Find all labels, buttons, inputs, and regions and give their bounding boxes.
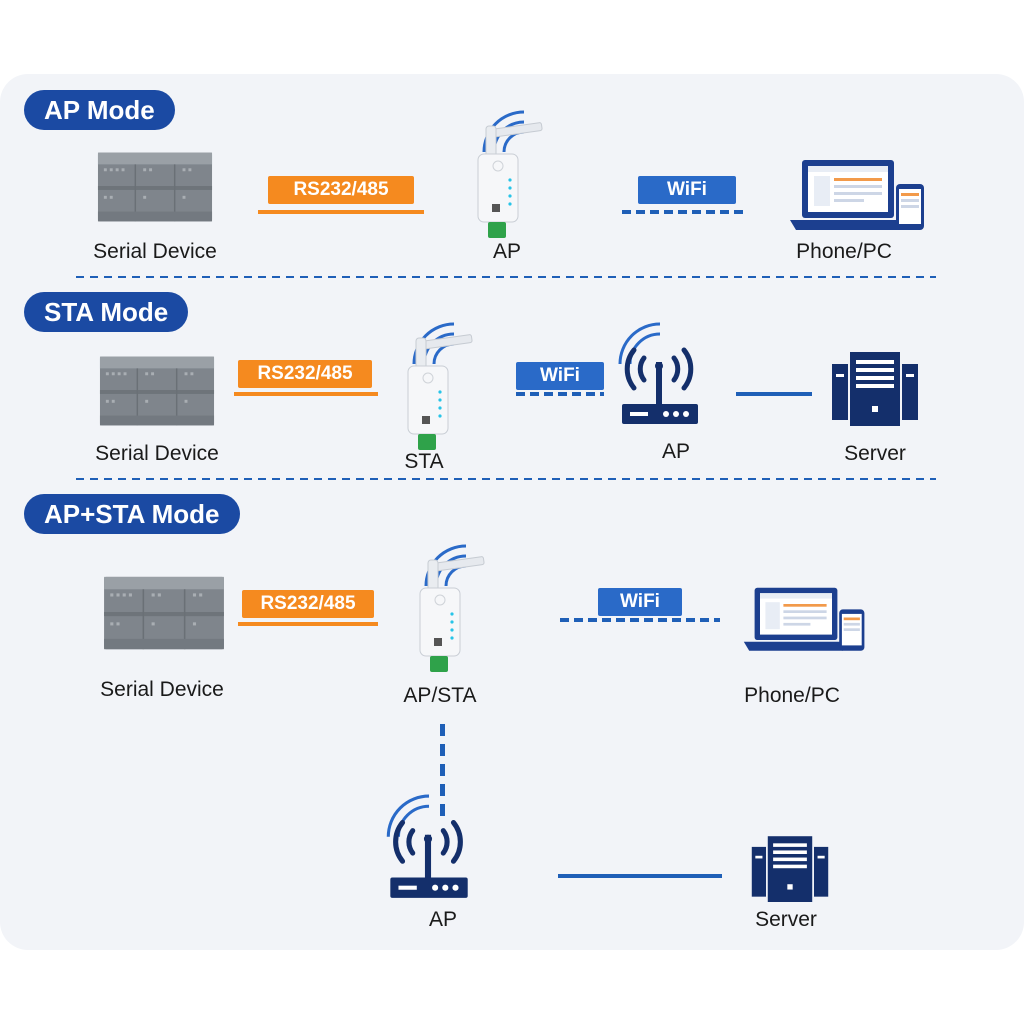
ap-module-label: AP xyxy=(492,240,522,263)
phone-pc-label: Phone/PC xyxy=(796,240,892,263)
laptop-phone-icon xyxy=(742,586,868,658)
ap-sta-mode-title: AP+STA Mode xyxy=(24,494,240,534)
laptop-phone-icon xyxy=(788,158,928,238)
wifi-module-icon xyxy=(466,84,556,244)
server-label: Server xyxy=(844,442,906,465)
wifi-module-icon xyxy=(396,296,486,456)
server-icon xyxy=(830,350,920,430)
sta-mode-title: STA Mode xyxy=(24,292,189,332)
serial-device-label: Serial Device xyxy=(100,678,224,701)
network-link-line xyxy=(558,874,722,878)
wifi-tag: WiFi xyxy=(598,588,682,616)
router-icon xyxy=(372,792,484,904)
serial-link-line xyxy=(234,392,378,396)
rs232-485-tag: RS232/485 xyxy=(242,590,374,618)
server-label: Server xyxy=(755,908,817,931)
wifi-module-icon xyxy=(408,518,498,678)
serial-device-label: Serial Device xyxy=(95,442,219,465)
rs232-485-tag: RS232/485 xyxy=(238,360,372,388)
router-icon xyxy=(604,320,714,430)
rs232-485-tag: RS232/485 xyxy=(268,176,414,204)
section-divider xyxy=(76,276,936,278)
serial-device-label: Serial Device xyxy=(93,240,217,263)
section-divider xyxy=(76,478,936,480)
router-label: AP xyxy=(661,440,691,463)
wifi-link-line xyxy=(622,210,748,214)
sta-module-label: STA xyxy=(404,450,444,473)
ap-mode-title: AP Mode xyxy=(24,90,175,130)
wifi-tag: WiFi xyxy=(516,362,604,390)
sta-uplink-line xyxy=(440,724,445,822)
server-icon xyxy=(750,834,830,906)
serial-device-icon xyxy=(96,148,214,224)
network-link-line xyxy=(736,392,812,396)
serial-device-icon xyxy=(102,572,226,652)
phone-pc-label: Phone/PC xyxy=(744,684,840,707)
serial-link-line xyxy=(258,210,424,214)
serial-link-line xyxy=(238,622,378,626)
router-label: AP xyxy=(428,908,458,931)
wifi-tag: WiFi xyxy=(638,176,736,204)
wifi-link-line xyxy=(516,392,604,396)
serial-device-icon xyxy=(98,352,216,428)
ap-sta-module-label: AP/STA xyxy=(403,684,477,707)
wifi-link-line xyxy=(560,618,720,622)
